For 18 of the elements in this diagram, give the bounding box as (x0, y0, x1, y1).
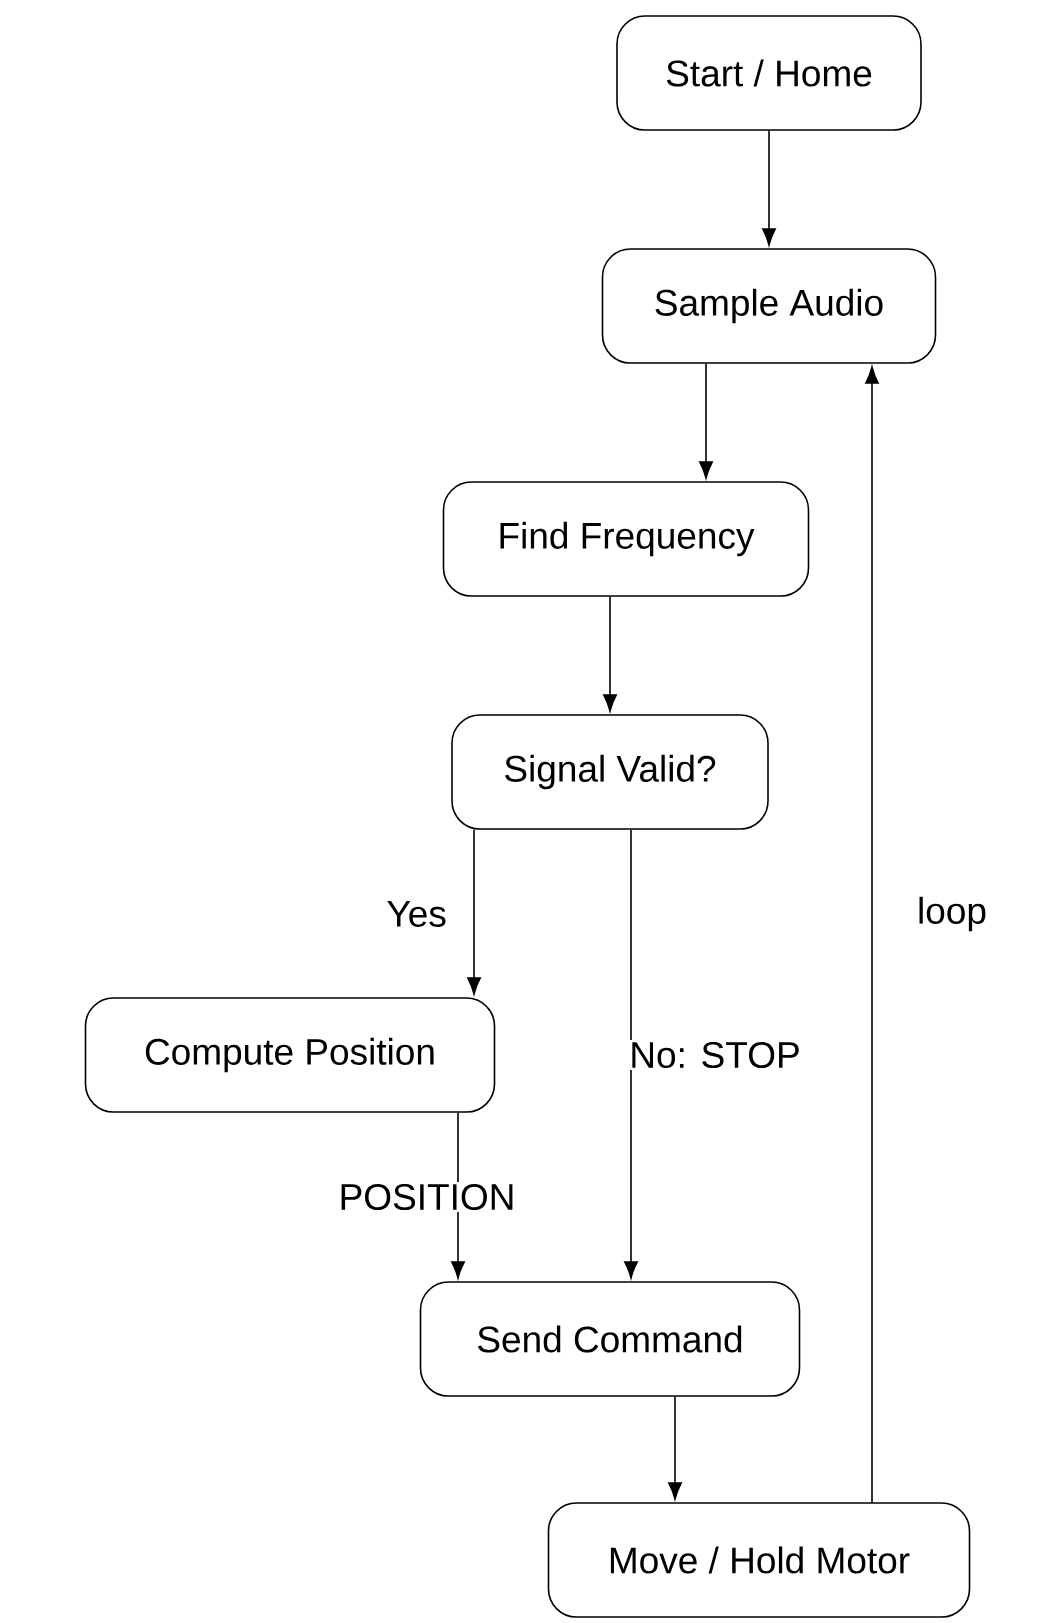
edge-label: No: STOP (627, 1039, 803, 1071)
edge-label: loop (915, 894, 989, 934)
arrow (603, 596, 617, 712)
edge-label: POSITION (336, 1181, 518, 1213)
arrow (668, 1396, 682, 1500)
process-box: Move / Hold Motor (547, 1502, 971, 1618)
arrow (467, 829, 481, 995)
process-box: Compute Position (84, 997, 496, 1113)
process-box: Sample Audio (601, 248, 937, 364)
arrow (699, 363, 713, 479)
process-box: Signal Valid? (451, 714, 769, 830)
edge-label: Yes (384, 899, 449, 929)
arrow (865, 366, 879, 1503)
arrow (624, 829, 638, 1279)
process-box: Start / Home (616, 15, 922, 131)
arrow (762, 130, 776, 246)
process-box: Find Frequency (442, 481, 810, 597)
process-box: Send Command (419, 1281, 801, 1397)
